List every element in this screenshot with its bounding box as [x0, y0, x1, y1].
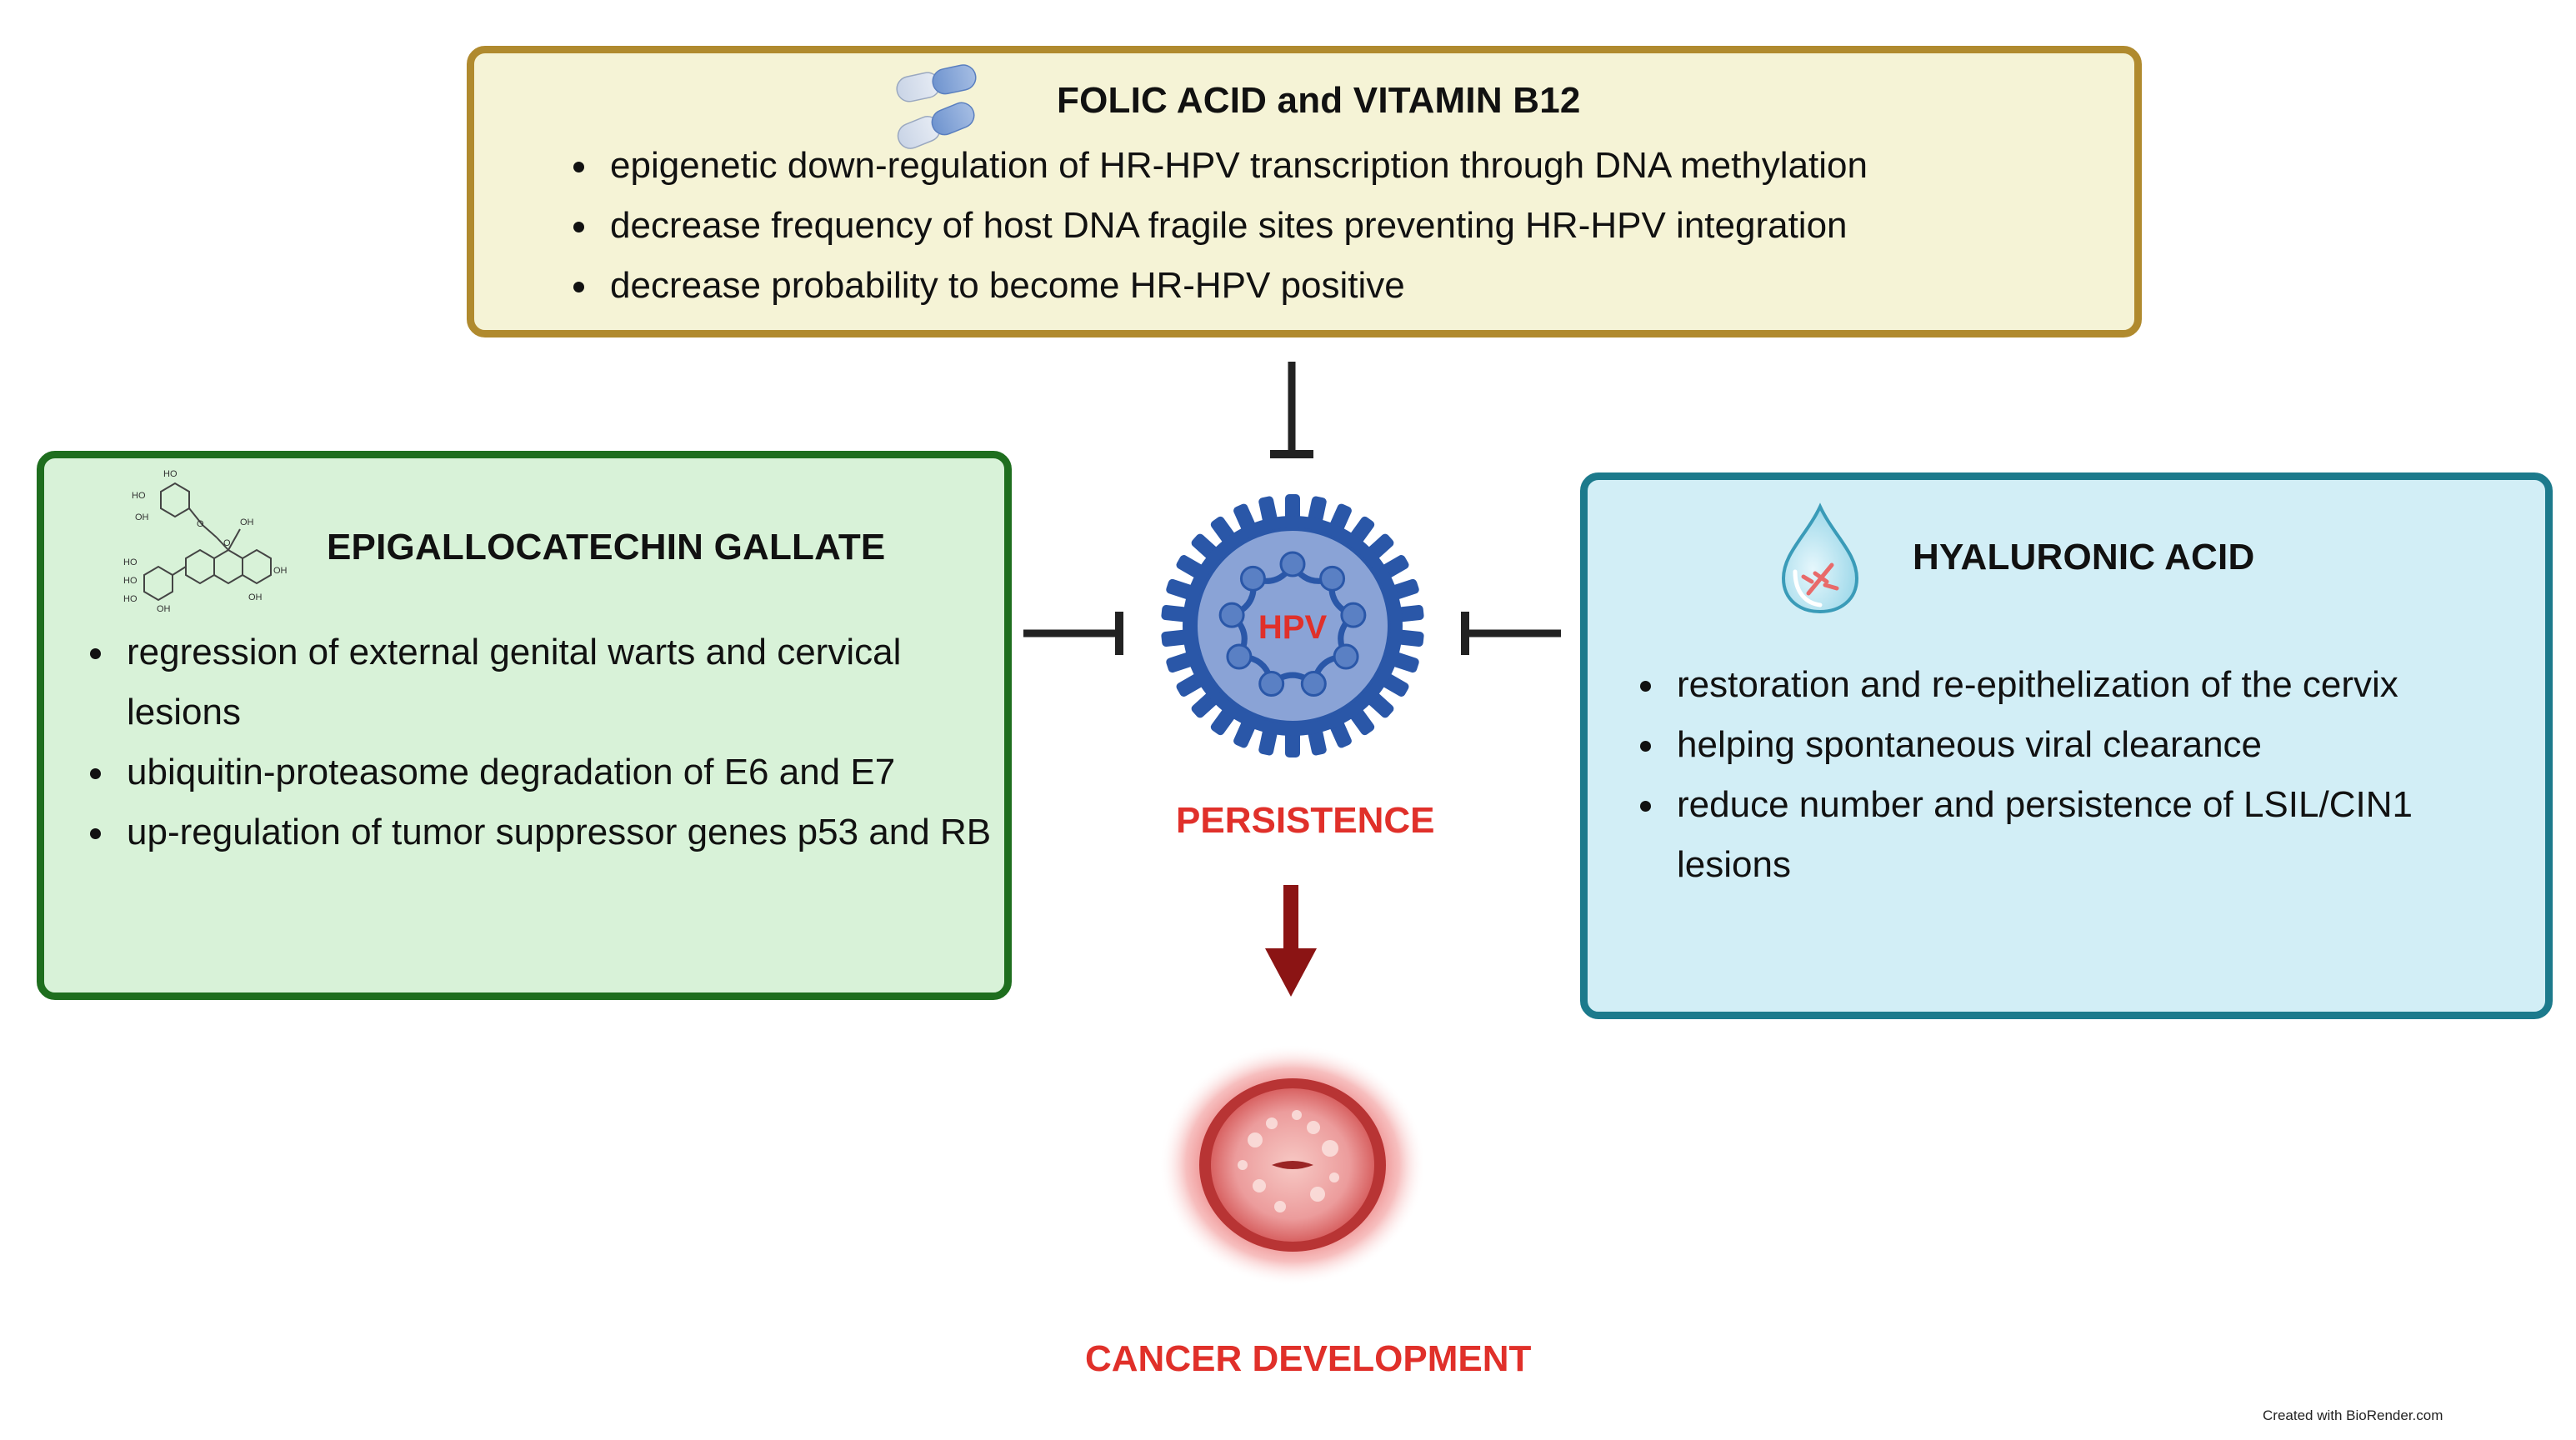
list-item: restoration and re-epithelization of the…: [1633, 655, 2517, 715]
capsid-bead: [1226, 643, 1253, 670]
folic-acid-box: [467, 46, 2142, 338]
list-item: decrease frequency of host DNA fragile s…: [567, 196, 2067, 256]
structure-label: OH: [157, 604, 171, 614]
structure-label: O: [223, 538, 231, 548]
hyaluronic-acid-title: HYALURONIC ACID: [1913, 537, 2255, 578]
structure-label: O: [197, 519, 204, 529]
egcg-inhibition-connector: [1023, 612, 1123, 655]
hyaluronic-acid-box: [1580, 472, 2553, 1019]
structure-label: HO: [132, 491, 146, 501]
egcg-title: EPIGALLOCATECHIN GALLATE: [327, 527, 886, 568]
list-item: epigenetic down-regulation of HR-HPV tra…: [567, 136, 2067, 196]
capsid-bead: [1333, 643, 1359, 670]
chemical-structure-icon: HO HO OH O O OH HO OH HO HO OH OH: [123, 469, 288, 614]
capsid-bead: [1340, 602, 1367, 628]
cancer-development-label: CANCER DEVELOPMENT: [1085, 1338, 1532, 1379]
folic-inhibition-connector: [1270, 362, 1313, 458]
cervix-lesion-icon: [1159, 1044, 1426, 1286]
egcg-effects-list: regression of external genital warts and…: [83, 622, 1000, 862]
structure-label: HO: [123, 594, 138, 604]
capsid-bead: [1300, 671, 1327, 698]
progression-arrow: [1265, 885, 1317, 997]
structure-label: HO: [123, 558, 138, 568]
capsule-pills-icon: [896, 64, 977, 149]
list-item: helping spontaneous viral clearance: [1633, 715, 2517, 775]
capsid-bead: [1239, 565, 1266, 592]
capsid-bead: [1279, 551, 1306, 578]
structure-label: OH: [248, 592, 263, 602]
water-drop-icon: [1781, 502, 1859, 614]
structure-label: OH: [273, 566, 288, 576]
list-item: regression of external genital warts and…: [83, 622, 1000, 742]
structure-label: OH: [240, 518, 254, 528]
capsid-bead: [1258, 671, 1285, 698]
ha-inhibition-connector: [1461, 612, 1561, 655]
list-item: up-regulation of tumor suppressor genes …: [83, 802, 1000, 862]
capsid-bead: [1319, 565, 1346, 592]
list-item: ubiquitin-proteasome degradation of E6 a…: [83, 742, 1000, 802]
hpv-virus-icon: HPV: [1161, 494, 1424, 758]
structure-label: HO: [123, 576, 138, 586]
hyaluronic-acid-effects-list: restoration and re-epithelization of the…: [1633, 655, 2517, 895]
structure-label: OH: [135, 512, 149, 522]
egcg-box: [37, 451, 1012, 1000]
capsid-bead: [1218, 602, 1245, 628]
folic-acid-title: FOLIC ACID and VITAMIN B12: [1057, 80, 1581, 121]
biorender-credit: Created with BioRender.com: [2263, 1408, 2443, 1423]
structure-label: HO: [163, 469, 178, 479]
folic-acid-effects-list: epigenetic down-regulation of HR-HPV tra…: [567, 136, 2067, 316]
persistence-label: PERSISTENCE: [1176, 800, 1435, 841]
list-item: decrease probability to become HR-HPV po…: [567, 256, 2067, 316]
list-item: reduce number and persistence of LSIL/CI…: [1633, 775, 2517, 895]
hpv-label: HPV: [1258, 609, 1328, 646]
